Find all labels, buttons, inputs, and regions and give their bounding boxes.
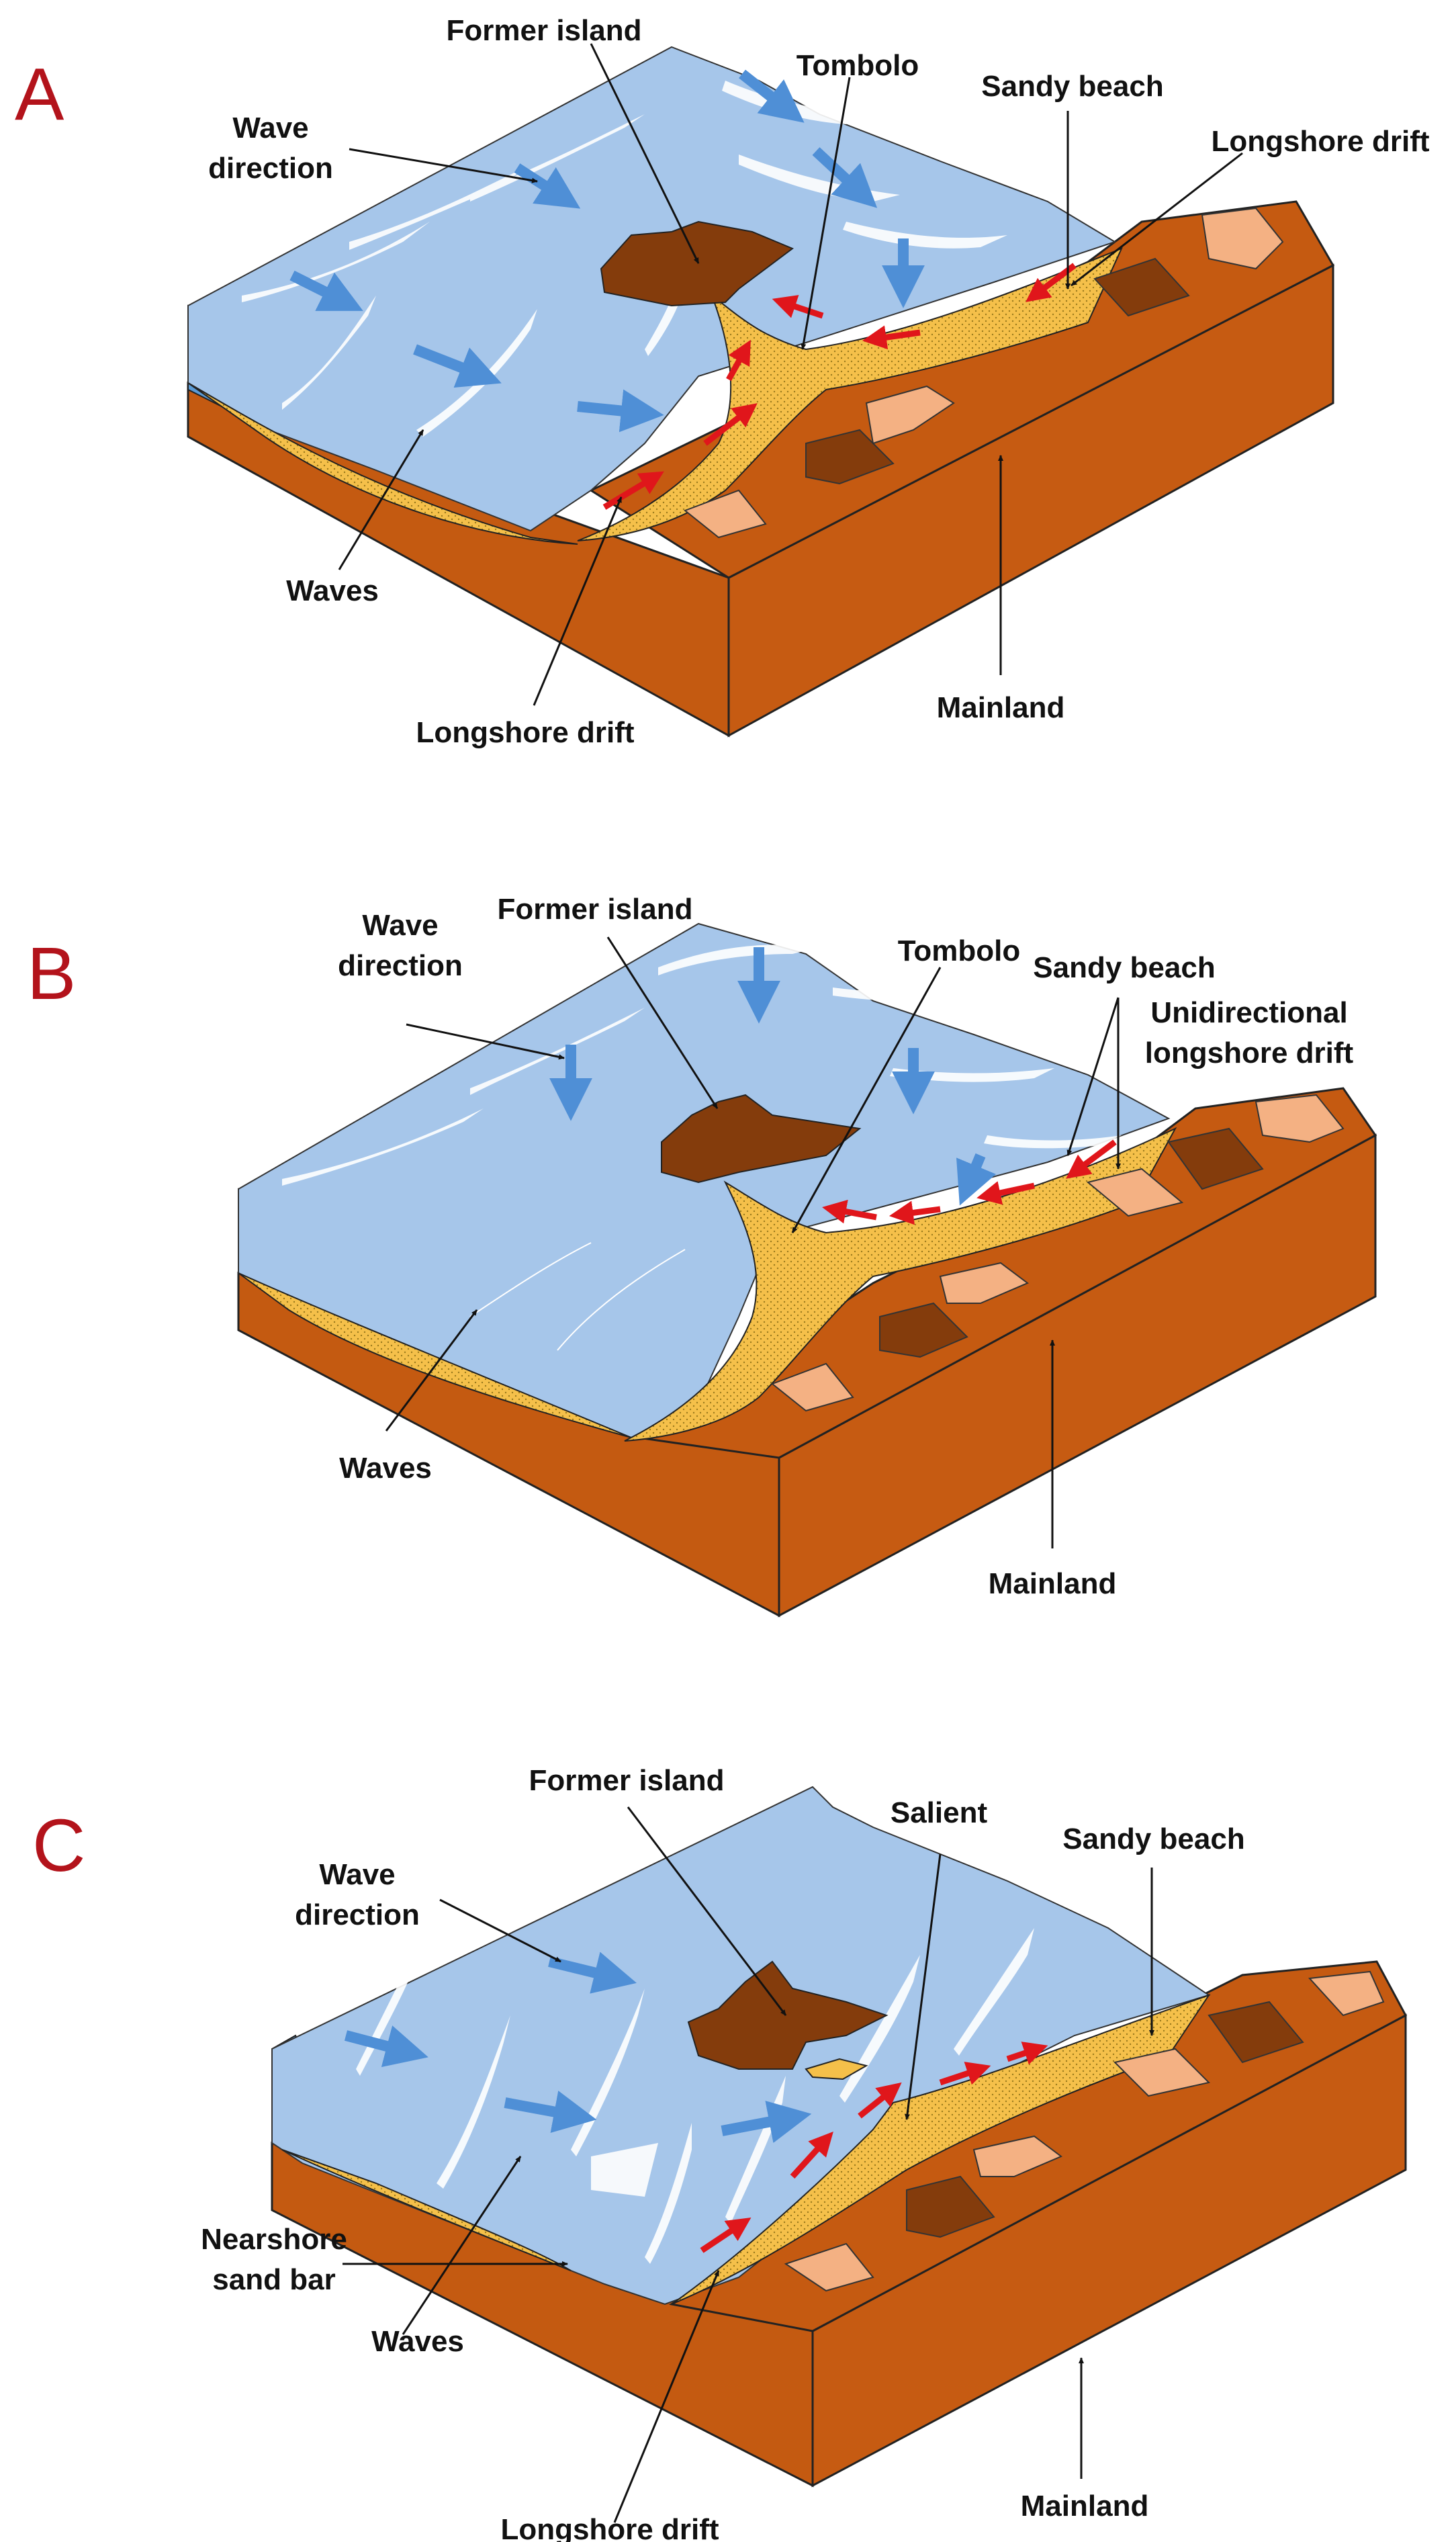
panel-letter-b: B [27,932,76,1015]
rock-a3 [865,385,955,445]
rock-c4 [972,2135,1062,2177]
label-sandy-beach-c: Sandy beach [1062,1823,1244,1855]
rock-c2 [1208,2001,1304,2064]
wave-cracks-b [469,1242,686,1351]
rock-b6 [771,1362,854,1412]
left-beach-sand-b [238,1272,632,1438]
label-unidirectional-b-line1: Unidirectional [1150,996,1347,1029]
label-mainland-c: Mainland [1021,2490,1149,2523]
label-wave-direction-c-line1: Wave [319,1858,395,1891]
block-diagram-c [271,1786,1408,2488]
rock-b1 [1255,1094,1345,1143]
label-longshore-drift-bottom-a: Longshore drift [416,716,634,749]
rock-b5 [879,1302,968,1358]
label-mainland-a: Mainland [937,691,1065,724]
longshore-drift-arrows-c [700,2042,1048,2253]
nearshore-sand-bar [281,2149,572,2271]
panel-letter-c: C [32,1804,85,1887]
label-wave-direction-c-line2: direction [295,1898,420,1931]
label-former-island-b: Former island [498,893,693,926]
label-former-island-a: Former island [447,14,642,47]
rock-b4 [939,1262,1029,1304]
label-longshore-drift-top-a: Longshore drift [1211,125,1429,158]
block-diagram-a [187,46,1335,738]
rock-c6 [784,2242,874,2292]
label-tombolo-a: Tombolo [797,49,919,82]
label-wave-direction-a-line1: Wave [232,112,308,144]
rock-b3 [1086,1168,1184,1217]
label-nearshore-c-line2: sand bar [212,2263,335,2296]
rock-a4 [805,429,895,485]
block-diagram-b [237,922,1377,1618]
label-waves-a: Waves [286,574,379,607]
rock-b2 [1167,1127,1264,1190]
salient-tip-c [805,2058,868,2080]
rock-c5 [906,2175,995,2238]
leader-lines-a [338,43,1243,706]
label-former-island-c: Former island [529,1764,725,1797]
rock-a5 [684,489,767,539]
left-beach-sand [187,382,578,545]
panel-a: A [15,14,1430,749]
former-island-b [661,1094,862,1184]
panel-c: C [32,1764,1408,2542]
label-salient-c: Salient [891,1796,988,1829]
leader-lines-c [343,1806,1154,2523]
label-tombolo-b: Tombolo [898,934,1020,967]
label-wave-direction-b-line2: direction [338,949,463,982]
panel-b: B [27,893,1377,1618]
panel-letter-a: A [15,53,64,136]
label-nearshore-c-line1: Nearshore [201,2223,347,2256]
wave-direction-arrows-b [549,947,997,1206]
label-waves-b: Waves [339,1452,432,1485]
rock-c3 [1113,2048,1210,2097]
label-mainland-b: Mainland [989,1567,1117,1600]
wave-direction-arrows-c [344,1952,812,2144]
former-island-c [687,1960,889,2070]
label-wave-direction-a-line2: direction [208,152,333,185]
salient-sand [671,1994,1211,2305]
leader-lines-b [385,936,1121,1548]
label-wave-direction-b-line1: Wave [362,909,438,942]
rock-a2 [1093,257,1190,317]
label-waves-c: Waves [371,2325,464,2358]
rock-c1 [1308,1970,1385,2017]
tombolo-sand [577,247,1123,541]
label-longshore-drift-c: Longshore drift [500,2513,719,2542]
label-unidirectional-b-line2: longshore drift [1145,1037,1354,1069]
label-sandy-beach-a: Sandy beach [981,70,1163,103]
label-sandy-beach-b: Sandy beach [1033,951,1215,984]
rock-a1 [1201,207,1284,270]
longshore-drift-arrows-b [822,1139,1117,1225]
wave-direction-arrows-a [289,69,925,433]
